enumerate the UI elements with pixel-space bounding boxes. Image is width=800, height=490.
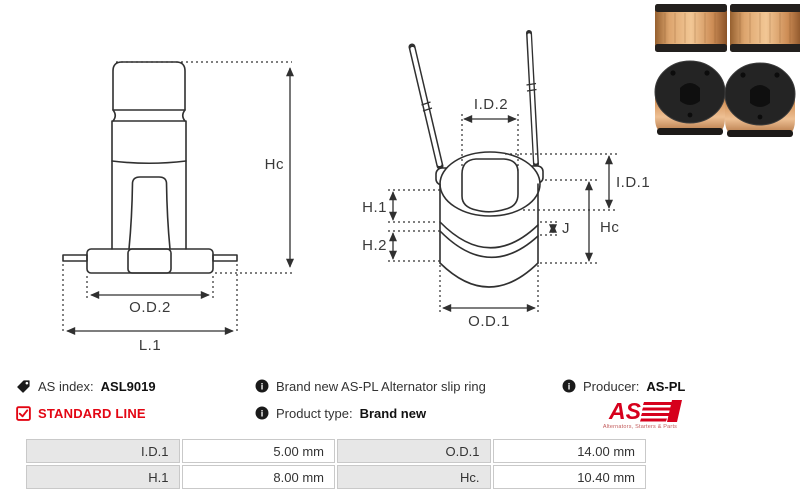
checkbox-checked-icon (16, 405, 31, 421)
perspective-dimension-arrows (388, 114, 614, 313)
info-icon: i (255, 406, 269, 420)
lead-wire-left (408, 43, 455, 186)
as-pl-logo-icon: AS (608, 399, 682, 423)
spec-value: 14.00 mm (492, 439, 646, 463)
dim-label-h1: H.1 (362, 199, 387, 216)
slip-ring-photo-side-left (654, 3, 728, 53)
side-view-drawing (62, 61, 238, 274)
standard-line-label: STANDARD LINE (38, 405, 146, 421)
svg-text:i: i (261, 409, 264, 419)
dim-label-hc-side: Hc (265, 156, 284, 173)
terminal-pin-left (62, 254, 88, 262)
spec-value: 5.00 mm (181, 439, 335, 463)
as-index-label: AS index: (38, 378, 94, 394)
dim-label-od2: O.D.2 (129, 299, 171, 316)
table-row: H.1 8.00 mm Hc. 10.40 mm (26, 465, 646, 489)
description-row: i Brand new AS-PL Alternator slip ring (255, 377, 486, 395)
as-index-row: AS index: ASL9019 (16, 377, 156, 395)
product-photo (654, 3, 800, 138)
perspective-view-drawing (408, 30, 544, 288)
dim-label-od1: O.D.1 (468, 313, 510, 330)
spec-label: H.1 (26, 465, 180, 489)
spec-value: 8.00 mm (181, 465, 335, 489)
spec-value: 10.40 mm (492, 465, 646, 489)
side-view-extension-lines (62, 61, 292, 334)
tag-icon (17, 379, 30, 393)
product-type-row: i Product type: Brand new (255, 404, 426, 422)
standard-line-row: STANDARD LINE (16, 404, 146, 422)
terminal-pin-right (212, 254, 238, 262)
info-icon: i (255, 379, 269, 393)
shaft-body (111, 120, 187, 250)
producer-row: i Producer: AS-PL (562, 377, 685, 395)
dim-label-j: J (562, 220, 570, 237)
spec-label: O.D.1 (337, 439, 491, 463)
dim-label-h2: H.2 (362, 237, 387, 254)
logo-text: AS (608, 399, 642, 423)
ring-top-rim (439, 151, 541, 217)
producer-value: AS-PL (646, 378, 686, 394)
perspective-extension-lines (388, 114, 618, 313)
dim-label-hc-perspective: Hc (600, 219, 619, 236)
dimensions-table: I.D.1 5.00 mm O.D.1 14.00 mm H.1 8.00 mm… (24, 437, 648, 490)
slip-ring-photo-side-right (729, 3, 800, 53)
side-view-dimension-arrows (66, 67, 295, 336)
ring-groove-line-1 (439, 221, 539, 249)
brand-logo: AS Alternators, Starters & Parts (596, 399, 684, 430)
logo-caption: Alternators, Starters & Parts (602, 424, 678, 430)
technical-drawing: Hc O.D.2 L.1 (62, 30, 650, 354)
lead-wire-right (526, 30, 544, 184)
spec-label: I.D.1 (26, 439, 180, 463)
ring-bottom-edge (439, 262, 539, 288)
as-index-value: ASL9019 (100, 378, 156, 394)
product-description: Brand new AS-PL Alternator slip ring (276, 378, 486, 394)
slip-ring-photo-top-right (724, 62, 796, 138)
base-flange (86, 248, 214, 274)
dim-label-l1: L.1 (139, 337, 161, 354)
ring-bore (461, 158, 519, 213)
product-type-value: Brand new (359, 405, 427, 421)
dim-label-id1: I.D.1 (616, 174, 650, 191)
ring-groove-line-2 (439, 230, 539, 259)
slip-ring-photo-top-left (654, 60, 726, 136)
shaft-cap (112, 61, 186, 111)
product-type-label: Product type: (276, 405, 353, 421)
svg-text:i: i (261, 382, 264, 392)
spec-label: Hc. (337, 465, 491, 489)
center-mold (128, 176, 171, 250)
table-row: I.D.1 5.00 mm O.D.1 14.00 mm (26, 439, 646, 463)
dim-label-id2: I.D.2 (474, 96, 508, 113)
producer-label: Producer: (583, 378, 640, 394)
svg-text:i: i (568, 382, 571, 392)
info-icon: i (562, 379, 576, 393)
